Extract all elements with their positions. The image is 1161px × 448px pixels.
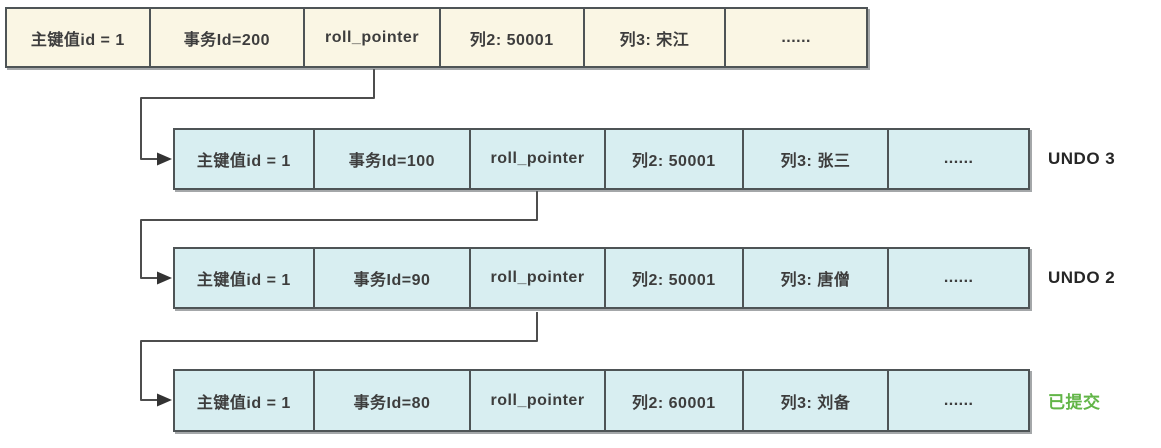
connector-undo2-to-undo1 — [140, 312, 538, 401]
cell-col3: 列3: 张三 — [744, 130, 890, 188]
cell-primary-key: 主键值id = 1 — [175, 249, 315, 307]
cell-roll-pointer: roll_pointer — [471, 371, 606, 430]
cell-ellipsis: ...... — [943, 269, 974, 286]
cell-trx-id: 事务Id=100 — [315, 130, 472, 188]
cell-ellipsis: ...... — [943, 150, 974, 167]
cell-trx-id: 事务Id=80 — [315, 371, 472, 430]
undo3-label: UNDO 3 — [1048, 149, 1116, 168]
cell-col3: 列3: 宋江 — [585, 9, 727, 66]
arrowhead-undo3 — [157, 152, 172, 166]
cell-roll-pointer: roll_pointer — [471, 249, 606, 307]
committed-label: 已提交 — [1048, 393, 1101, 412]
undo3-record-row: 主键值id = 1 事务Id=100 roll_pointer 列2: 5000… — [173, 128, 1030, 190]
connector-current-to-undo3 — [140, 69, 375, 160]
arrowhead-undo2 — [157, 271, 172, 285]
cell-primary-key: 主键值id = 1 — [175, 130, 315, 188]
cell-col2: 列2: 50001 — [606, 130, 744, 188]
undo2-label: UNDO 2 — [1048, 268, 1116, 287]
cell-col2: 列2: 60001 — [606, 371, 744, 430]
cell-col2: 列2: 50001 — [441, 9, 585, 66]
cell-ellipsis: ...... — [781, 28, 811, 46]
cell-primary-key: 主键值id = 1 — [7, 9, 151, 66]
cell-trx-id: 事务Id=90 — [315, 249, 472, 307]
cell-col3: 列3: 唐僧 — [744, 249, 890, 307]
cell-col3: 列3: 刘备 — [744, 371, 890, 430]
cell-roll-pointer: roll_pointer — [471, 130, 606, 188]
cell-ellipsis: ...... — [943, 391, 974, 409]
current-record-row: 主键值id = 1 事务Id=200 roll_pointer 列2: 5000… — [5, 7, 868, 68]
connector-undo3-to-undo2 — [140, 191, 538, 279]
undo2-record-row: 主键值id = 1 事务Id=90 roll_pointer 列2: 50001… — [173, 247, 1030, 309]
arrowhead-undo1 — [157, 393, 172, 407]
cell-roll-pointer: roll_pointer — [305, 9, 441, 66]
cell-trx-id: 事务Id=200 — [151, 9, 306, 66]
undo1-record-row: 主键值id = 1 事务Id=80 roll_pointer 列2: 60001… — [173, 369, 1030, 432]
cell-col2: 列2: 50001 — [606, 249, 744, 307]
cell-primary-key: 主键值id = 1 — [175, 371, 315, 430]
